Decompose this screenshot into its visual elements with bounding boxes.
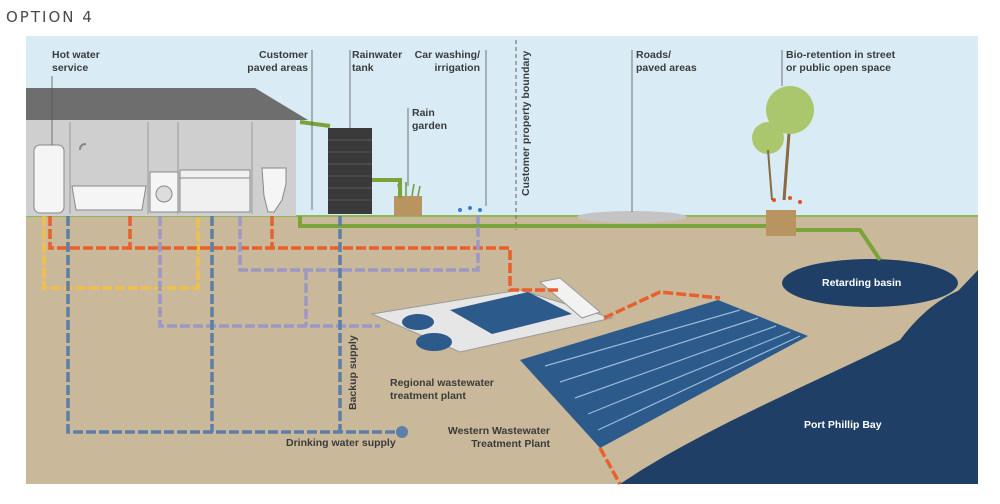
port-phillip-bay [620, 270, 978, 484]
drinking-water-pipes [66, 216, 400, 434]
regional-plant-ponds [450, 292, 572, 334]
label-western-plant-line2: Treatment Plant [471, 438, 550, 450]
label-bio-retention-line1: Bio-retention in street [786, 49, 896, 61]
label-hot-water-line2: service [52, 62, 88, 74]
label-property-boundary: Customer property boundary [520, 51, 532, 196]
western-plant [520, 300, 808, 448]
label-regional-plant-line1: Regional wastewater [390, 377, 494, 389]
label-rainwater-tank-line2: tank [352, 62, 374, 74]
label-roads-line1: Roads/ [636, 49, 671, 61]
label-regional-plant-line2: treatment plant [390, 390, 466, 402]
road [577, 211, 687, 223]
kitchen-bench [179, 169, 251, 213]
label-rainwater-tank-line1: Rainwater [352, 49, 402, 61]
house-roof [26, 88, 308, 120]
stormwater-pipes [298, 120, 882, 262]
label-rain-garden-line2: garden [412, 120, 447, 132]
label-western-plant-line1: Western Wastewater [448, 425, 550, 437]
hot-water-pipes [42, 216, 200, 290]
label-drinking-water: Drinking water supply [286, 437, 396, 449]
rainwater-tank [328, 128, 372, 214]
label-port-phillip-bay: Port Phillip Bay [804, 419, 882, 431]
label-hot-water-line1: Hot water [52, 49, 100, 61]
label-backup-supply: Backup supply [347, 335, 359, 410]
label-car-washing-line2: irrigation [434, 62, 480, 74]
hot-water-cylinder [33, 144, 65, 214]
tree-canopy [766, 86, 814, 134]
diagram-title: OPTION 4 [6, 8, 94, 26]
sewer-pipes [48, 216, 721, 485]
label-customer-paved-line1: Customer [259, 49, 308, 61]
label-customer-paved-line2: paved areas [247, 62, 308, 74]
toilet [261, 167, 287, 213]
washing-machine [149, 171, 179, 213]
rain-garden [394, 196, 422, 216]
recycled-pipes [158, 216, 480, 328]
label-rain-garden-line1: Rain [412, 107, 435, 119]
bay-inlet [900, 290, 978, 340]
bio-retention-pit [766, 210, 796, 236]
bathtub [71, 185, 147, 211]
label-retarding-basin: Retarding basin [822, 277, 901, 289]
label-roads-line2: paved areas [636, 62, 697, 74]
sprinkler-icon [458, 206, 482, 212]
label-car-washing-line1: Car washing/ [415, 49, 480, 61]
drinking-water-supply-point [396, 426, 408, 438]
label-bio-retention-line2: or public open space [786, 62, 891, 74]
retarding-basin [782, 259, 958, 307]
regional-plant-building [538, 277, 601, 319]
